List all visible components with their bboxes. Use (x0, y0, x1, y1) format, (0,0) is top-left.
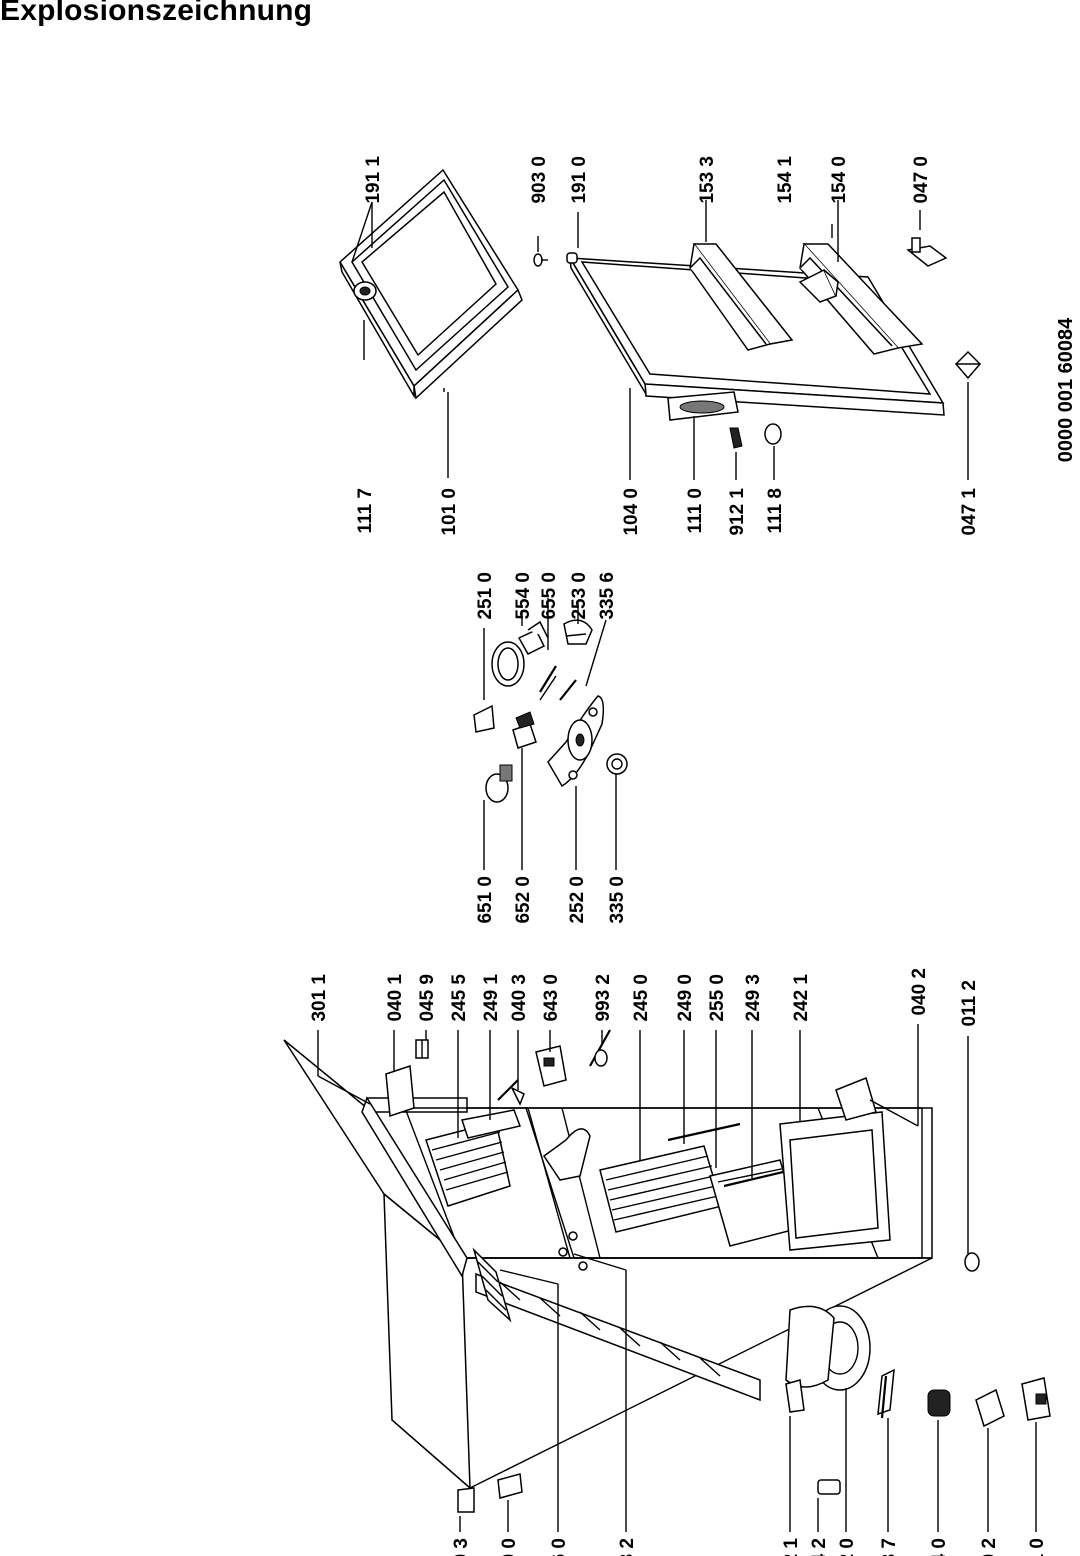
rear-cover (457, 1487, 475, 1513)
label-242-1: 242 1 (791, 974, 812, 1022)
label-402-1: 402 1 (781, 1538, 802, 1556)
label-651-0: 651 0 (475, 876, 496, 924)
label-643-0: 643 0 (541, 974, 562, 1022)
shelf-trim-upper (667, 1122, 741, 1142)
label-652-0: 652 0 (513, 876, 534, 924)
label-252-0: 252 0 (567, 876, 588, 924)
label-156-0: 156 0 (549, 1538, 570, 1556)
capillary-clip (559, 679, 577, 701)
label-912-1: 912 1 (727, 488, 748, 536)
label-104-0: 104 0 (621, 488, 642, 536)
hinge-bushing (954, 350, 982, 380)
thermostat-bracket (563, 619, 593, 645)
overload-protector (927, 1389, 951, 1417)
freezer-top-lid (361, 1096, 468, 1278)
capacitor (785, 1379, 805, 1413)
hinge-lower-cabinet (835, 1076, 877, 1121)
thermal-clip (975, 1388, 1005, 1428)
label-740-3: 740 3 (451, 1538, 472, 1556)
label-903-2: 903 2 (617, 1538, 638, 1556)
label-251-0: 251 0 (475, 572, 496, 620)
label-191-1: 191 1 (363, 156, 384, 204)
label-554-0: 554 0 (513, 572, 534, 620)
door-shelf-upper (689, 243, 794, 351)
label-047-0: 047 0 (911, 156, 932, 204)
egg-holder (798, 268, 839, 303)
door-screw (729, 427, 743, 449)
relay (877, 1368, 895, 1419)
hinge-cap (764, 423, 782, 445)
label-255-0: 255 0 (707, 974, 728, 1022)
label-655-0: 655 0 (539, 572, 560, 620)
temperature-sensor (589, 1029, 611, 1067)
label-011-2: 011 2 (959, 980, 980, 1027)
label-045-9: 045 9 (417, 974, 438, 1022)
page-title: Explosionszeichnung (0, 0, 313, 27)
light-ring (491, 641, 525, 687)
thermostat-housing-in-cabinet (542, 1128, 591, 1181)
label-040-3: 040 3 (509, 974, 530, 1022)
crisper-drawer (779, 1111, 891, 1251)
label-402-0: 402 0 (837, 1538, 858, 1556)
light-switch (517, 620, 549, 655)
spring-rod (539, 665, 557, 701)
label-903-0: 903 0 (529, 156, 550, 204)
label-154-0: 154 0 (829, 156, 850, 204)
compressor-mount (785, 1305, 835, 1388)
screw-903-0 (533, 253, 548, 267)
label-101-0: 101 0 (439, 488, 460, 536)
label-253-0: 253 0 (569, 572, 590, 620)
condenser-grid (475, 1272, 761, 1402)
label-249-3: 249 3 (743, 974, 764, 1022)
label-249-0: 249 0 (675, 974, 696, 1022)
part-labels: 191 1 111 7 101 0 903 0 191 0 153 3 154 … (309, 156, 1048, 1556)
evaporator-tray (461, 1109, 522, 1139)
label-335-6: 335 6 (597, 572, 618, 620)
door-top-hinge (385, 1064, 415, 1118)
label-245-5: 245 5 (449, 974, 470, 1022)
label-154-1: 154 1 (775, 156, 796, 204)
freezer-door-handle (353, 281, 377, 301)
foot-front (497, 1473, 523, 1499)
hinge-pin-top (906, 237, 948, 267)
control-screw (558, 1231, 588, 1271)
door-hinge-bottom (667, 391, 739, 421)
label-191-0: 191 0 (569, 156, 590, 204)
document-number: 0000 001 60084 (1055, 317, 1077, 462)
label-111-8: 111 8 (765, 488, 786, 533)
label-111-7: 111 7 (355, 488, 376, 533)
label-335-0: 335 0 (607, 876, 628, 924)
switch-part (512, 711, 537, 749)
lamp-socket (485, 764, 513, 803)
label-111-0: 111 0 (685, 488, 706, 533)
thermostat-knob (606, 753, 628, 775)
hinge-bolt (415, 1039, 429, 1059)
label-764-2: 764 2 (809, 1538, 830, 1556)
leader-lines (317, 200, 1037, 1532)
label-249-1: 249 1 (481, 974, 502, 1022)
label-040-2: 040 2 (909, 968, 930, 1016)
drain-pipe (817, 1479, 841, 1495)
label-047-1: 047 1 (959, 488, 980, 536)
rear-grille (472, 1247, 512, 1323)
label-040-1: 040 1 (385, 974, 406, 1022)
lamp-cover-clip (473, 704, 495, 733)
label-245-0: 245 0 (631, 974, 652, 1022)
label-740-0: 740 0 (499, 1538, 520, 1556)
thermostat-housing (547, 695, 605, 788)
support-foot (964, 1252, 980, 1272)
label-993-2: 993 2 (593, 974, 614, 1022)
label-153-3: 153 3 (697, 156, 718, 204)
label-783-7: 783 7 (879, 1538, 900, 1556)
drip-tray-clip (497, 1079, 525, 1106)
label-301-1: 301 1 (309, 974, 330, 1022)
label-900-2: 900 2 (979, 1538, 1000, 1556)
power-cable-holder (1021, 1377, 1051, 1421)
label-614-0: 614 0 (929, 1538, 950, 1556)
label-491-0: 491 0 (1027, 1538, 1048, 1556)
lamp-box (535, 1045, 567, 1087)
